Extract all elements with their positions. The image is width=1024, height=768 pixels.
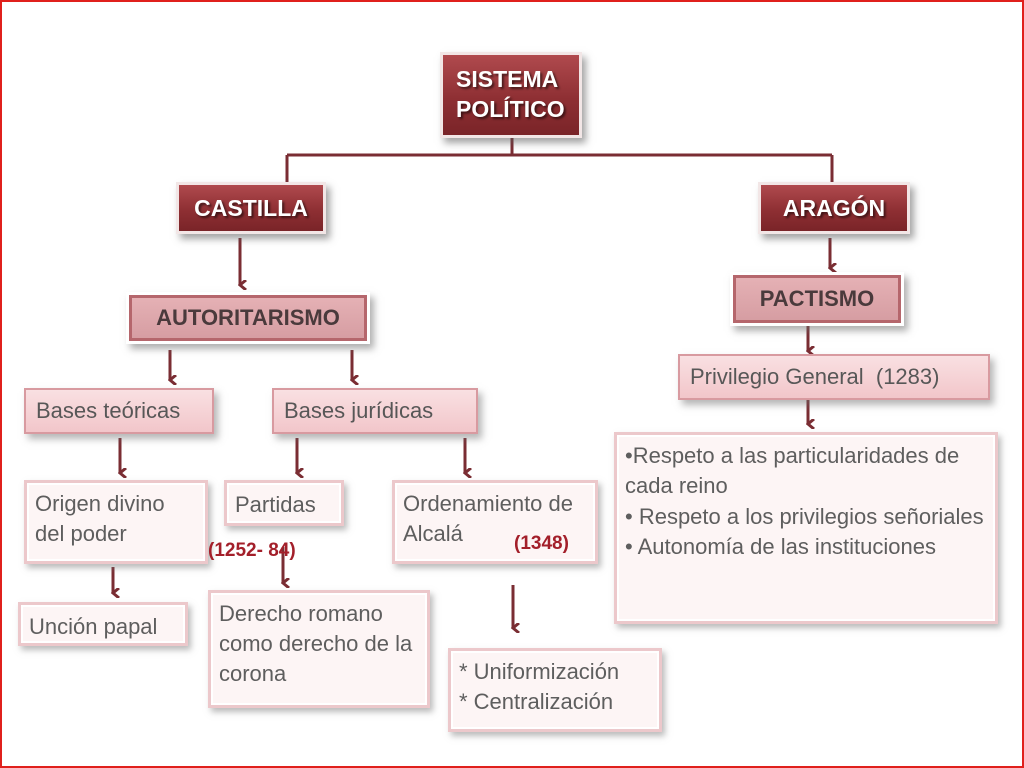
uniformizacion-label: * Uniformización (459, 659, 620, 684)
origen-divino-box: Origen divino del poder (24, 480, 208, 564)
sistema-politico-label: SISTEMA POLÍTICO (456, 66, 565, 122)
autoritarismo-box: AUTORITARISMO (126, 292, 370, 344)
principio-autonomia: • Autonomía de las instituciones (625, 534, 936, 560)
uncion-papal-label: Unción papal (29, 614, 158, 639)
centralizacion-label: * Centralización (459, 688, 614, 714)
bases-juridicas-box: Bases jurídicas (272, 388, 478, 434)
bases-juridicas-label: Bases jurídicas (284, 398, 434, 423)
ordenamiento-date: (1348) (514, 533, 569, 554)
castilla-label: CASTILLA (194, 194, 308, 221)
ordenamiento-box: Ordenamiento de Alcalá (392, 480, 598, 564)
ordenamiento-label: Ordenamiento de Alcalá (403, 491, 573, 546)
partidas-label: Partidas (235, 492, 316, 517)
partidas-box: Partidas (224, 480, 344, 526)
castilla-box: CASTILLA (176, 182, 326, 234)
aragon-label: ARAGÓN (782, 194, 886, 221)
pactismo-label: PACTISMO (759, 286, 875, 311)
autoritarismo-label: AUTORITARISMO (156, 305, 340, 330)
resultados-box: * Uniformización * Centralización (448, 648, 662, 732)
aragon-box: ARAGÓN (758, 182, 910, 234)
root-branch-line (285, 136, 834, 182)
principio-particularidades: •Respeto a las particularidades de cada … (625, 443, 960, 499)
uncion-papal-box: Unción papal (18, 602, 188, 646)
derecho-romano-box: Derecho romano como derecho de la corona (208, 590, 430, 708)
pactismo-box: PACTISMO (730, 272, 904, 326)
origen-divino-label: Origen divino del poder (35, 491, 165, 546)
bases-teoricas-label: Bases teóricas (36, 398, 181, 423)
partidas-date: (1252- 84) (208, 540, 296, 561)
aragon-principios-box: •Respeto a las particularidades de cada … (614, 432, 998, 624)
bases-teoricas-box: Bases teóricas (24, 388, 214, 434)
principio-privilegios: • Respeto a los privilegios señoriales (625, 503, 984, 529)
derecho-romano-label: Derecho romano como derecho de la corona (219, 601, 413, 686)
privilegio-general-box: Privilegio General (1283) (678, 354, 990, 400)
privilegio-general-label: Privilegio General (1283) (690, 364, 940, 389)
sistema-politico-box: SISTEMA POLÍTICO (440, 52, 582, 138)
